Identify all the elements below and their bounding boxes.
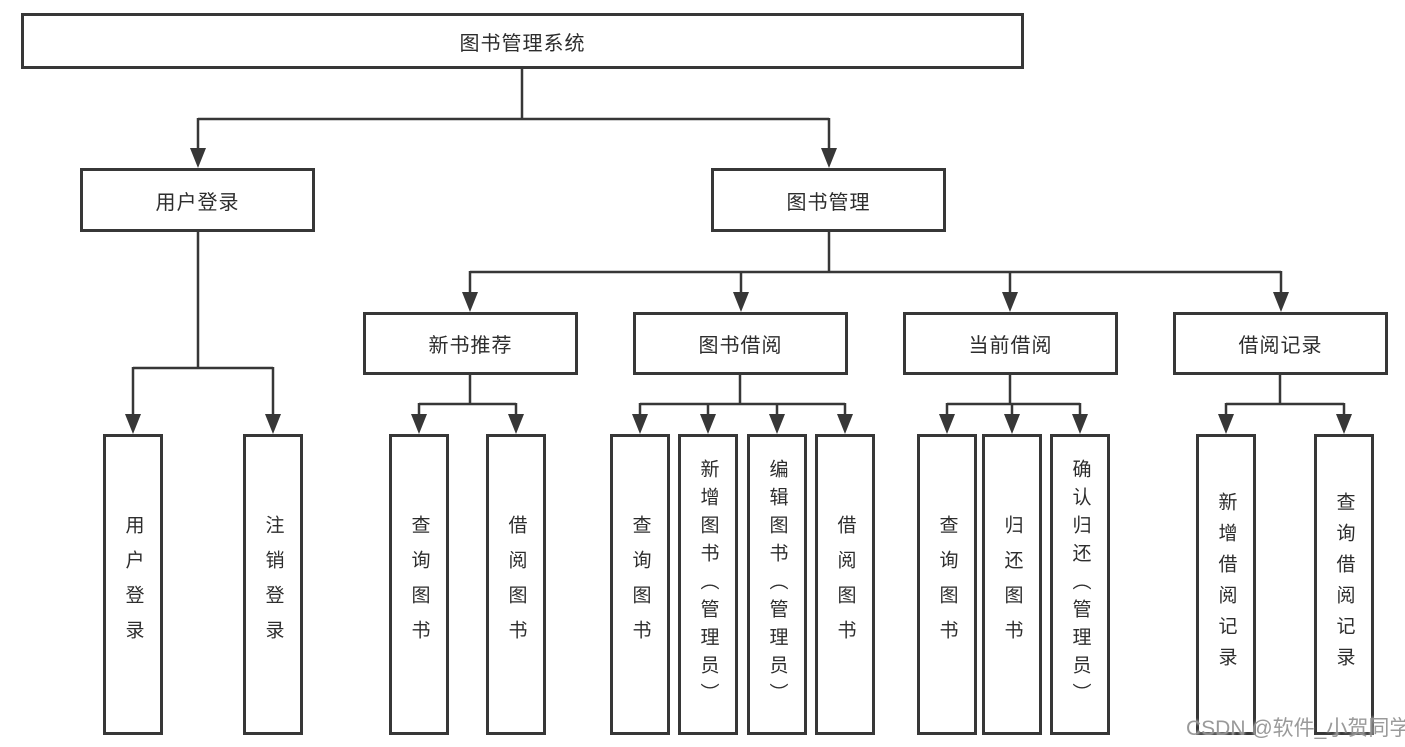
leaf-add-borrow-record: 新增借阅记录 [1196,434,1256,735]
node-book-borrow: 图书借阅 [633,312,848,375]
edge-root-to-level2 [190,69,837,168]
leaf-query-books-1-label: 查询图书 [408,514,430,655]
leaf-confirm-return-admin-label: 确认归还（管理员） [1069,458,1091,711]
edge-current-borrow-children [939,375,1088,434]
leaf-add-book-admin: 新增图书（管理员） [678,434,738,735]
leaf-borrow-books-2: 借阅图书 [815,434,875,735]
leaf-return-books: 归还图书 [982,434,1042,735]
edge-book-borrow-children [632,375,853,434]
edge-user-login-children [125,232,281,434]
leaf-user-login-label: 用户登录 [122,514,144,655]
node-borrow-records: 借阅记录 [1173,312,1388,375]
leaf-add-borrow-record-label: 新增借阅记录 [1215,491,1237,678]
leaf-borrow-books-2-label: 借阅图书 [834,514,856,655]
edge-book-mgmt-children [462,232,1289,312]
leaf-query-borrow-record-label: 查询借阅记录 [1333,491,1355,678]
leaf-logout-label: 注销登录 [262,514,284,655]
leaf-edit-book-admin: 编辑图书（管理员） [747,434,807,735]
leaf-query-books-3: 查询图书 [917,434,977,735]
leaf-query-books-1: 查询图书 [389,434,449,735]
watermark-text: CSDN @软件_小贺同学 [1186,717,1405,740]
leaf-query-books-2-label: 查询图书 [629,514,651,655]
leaf-query-borrow-record: 查询借阅记录 [1314,434,1374,735]
leaf-user-login: 用户登录 [103,434,163,735]
leaf-query-books-2: 查询图书 [610,434,670,735]
node-user-login: 用户登录 [80,168,315,232]
node-root-label: 图书管理系统 [459,32,586,55]
node-root: 图书管理系统 [21,13,1024,69]
node-current-borrow: 当前借阅 [903,312,1118,375]
node-book-mgmt-label: 图书管理 [786,191,871,214]
leaf-borrow-books-1: 借阅图书 [486,434,546,735]
leaf-edit-book-admin-label: 编辑图书（管理员） [766,458,788,711]
node-user-login-label: 用户登录 [155,191,240,214]
node-book-mgmt: 图书管理 [711,168,946,232]
leaf-add-book-admin-label: 新增图书（管理员） [697,458,719,711]
edge-borrow-records-children [1218,375,1352,434]
node-new-book-rec: 新书推荐 [363,312,578,375]
node-borrow-records-label: 借阅记录 [1238,335,1323,357]
leaf-borrow-books-1-label: 借阅图书 [505,514,527,655]
edge-new-book-rec-children [411,375,524,434]
leaf-confirm-return-admin: 确认归还（管理员） [1050,434,1110,735]
node-book-borrow-label: 图书借阅 [698,335,783,357]
node-new-book-rec-label: 新书推荐 [428,335,513,357]
leaf-query-books-3-label: 查询图书 [936,514,958,655]
leaf-logout: 注销登录 [243,434,303,735]
leaf-return-books-label: 归还图书 [1001,514,1023,655]
node-current-borrow-label: 当前借阅 [968,335,1053,357]
